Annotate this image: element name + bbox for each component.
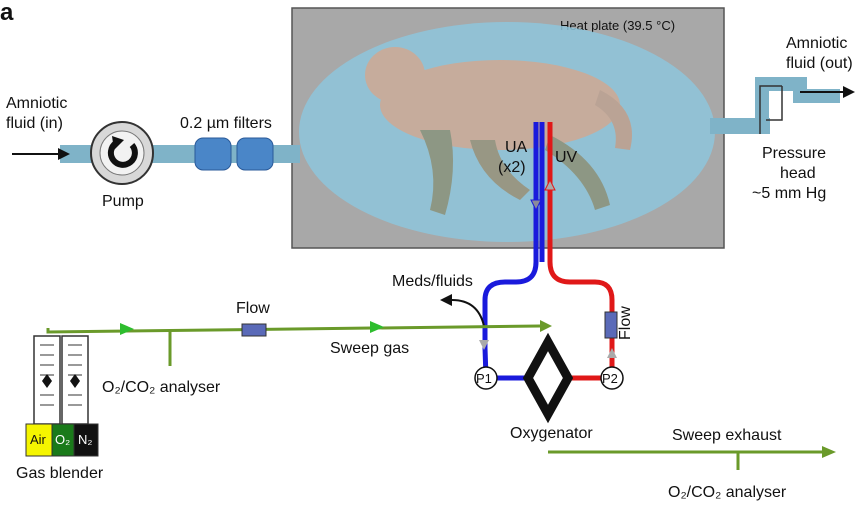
p2-sensor	[600, 366, 624, 390]
o2-label: O₂	[55, 432, 70, 447]
sweep-gas-label: Sweep gas	[330, 340, 409, 357]
filters-label: 0.2 µm filters	[180, 115, 272, 132]
meds-line	[451, 299, 485, 327]
p1-sensor	[474, 366, 498, 390]
heat-plate-label: Heat plate (39.5 °C)	[560, 18, 675, 33]
p2-label: P2	[602, 371, 618, 386]
n2-tank	[73, 423, 99, 457]
gas-blender-label: Gas blender	[16, 465, 104, 482]
n2-label: N₂	[78, 432, 92, 447]
pump-label: Pump	[102, 193, 144, 210]
ua-label-1: UA	[505, 139, 528, 156]
pressure-head	[759, 85, 782, 134]
amniotic-out-label-1: Amniotic	[786, 35, 847, 52]
p1-label: P1	[476, 371, 492, 386]
pressure-label-3: ~5 mm Hg	[752, 185, 826, 202]
oxygenator-label: Oxygenator	[510, 425, 593, 442]
amniotic-in-label-2: fluid (in)	[6, 115, 63, 132]
vein-line	[547, 122, 615, 378]
filter-1	[194, 137, 232, 171]
meds-label: Meds/fluids	[392, 273, 473, 290]
gas-arrow-2	[370, 321, 384, 333]
gas-arrow-1	[120, 323, 134, 335]
panel-letter: a	[0, 0, 14, 26]
air-tank	[25, 423, 53, 457]
ua-label-2: (x2)	[498, 159, 526, 176]
pump-icon	[90, 121, 154, 185]
uv-label: UV	[555, 149, 578, 166]
gas-blender	[25, 335, 99, 457]
air-label: Air	[30, 432, 47, 447]
oxygenator-icon	[522, 332, 574, 424]
amniotic-in-label-1: Amniotic	[6, 95, 67, 112]
sweep-exhaust-label: Sweep exhaust	[672, 427, 782, 444]
fetal-lamb-image	[365, 47, 632, 215]
flow-sensor-gas	[241, 323, 267, 337]
flow-gas-label: Flow	[236, 300, 270, 317]
amniotic-out-label-2: fluid (out)	[786, 55, 853, 72]
flow-sensor-blood	[604, 311, 618, 339]
artery-line	[482, 122, 539, 379]
pressure-label-2: head	[780, 165, 816, 182]
analyser-left-label: O₂/CO₂ analyser	[102, 379, 221, 396]
filter-2	[236, 137, 274, 171]
pressure-label-1: Pressure	[762, 145, 826, 162]
flow-blood-label: Flow	[617, 306, 634, 340]
analyser-right-label: O₂/CO₂ analyser	[668, 484, 787, 501]
